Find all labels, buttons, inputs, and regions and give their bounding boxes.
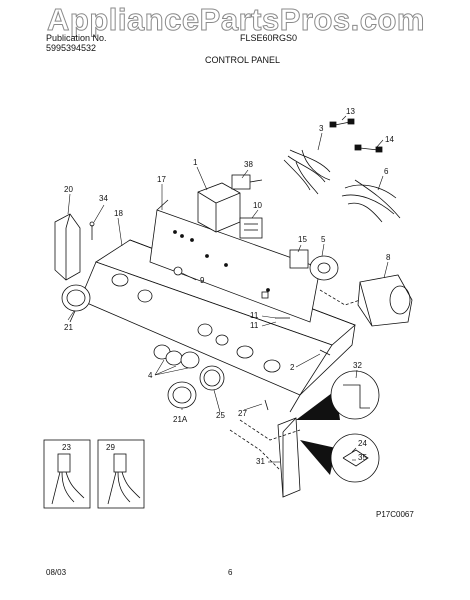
console-back-17 (149, 199, 321, 323)
callout-21a: 21A (173, 415, 188, 424)
switch-15 (289, 249, 309, 269)
publication-number: 5995394532 (46, 43, 97, 53)
callout-10: 10 (253, 201, 262, 210)
callout-11a: 11 (250, 311, 259, 320)
switch-38 (231, 174, 263, 190)
wire-harness-6 (341, 179, 401, 223)
connector-harness-29 (97, 439, 145, 509)
switch-10 (239, 217, 263, 239)
callout-5: 5 (321, 235, 326, 244)
pressure-switch-8 (357, 274, 413, 327)
knobs-4 (153, 344, 200, 369)
assembly-lines (229, 289, 361, 471)
callout-1: 1 (193, 158, 198, 167)
callout-31: 31 (256, 457, 265, 466)
callout-15: 15 (298, 235, 307, 244)
callout-21: 21 (64, 323, 73, 332)
callout-27: 27 (238, 409, 247, 418)
detail-callout-32 (296, 370, 380, 420)
callout-labels: 1 2 3 4 5 6 8 9 10 11 11 13 14 15 17 18 … (62, 107, 394, 466)
callout-20: 20 (64, 185, 73, 194)
callout-38: 38 (244, 160, 253, 169)
wire-harness-3 (283, 149, 331, 195)
knob-21 (61, 284, 91, 312)
callout-8: 8 (386, 253, 391, 262)
clips (173, 266, 331, 411)
callout-32: 32 (353, 361, 362, 370)
callout-6: 6 (384, 167, 389, 176)
endcap-left-20 (54, 213, 81, 281)
callout-23: 23 (62, 443, 71, 452)
detail-callout-35 (300, 433, 380, 483)
wire-lead-13 (329, 118, 355, 128)
callout-14: 14 (385, 135, 394, 144)
callout-4: 4 (148, 371, 153, 380)
callout-29: 29 (106, 443, 115, 452)
timer-1 (197, 182, 241, 233)
leader-lines (67, 115, 389, 463)
watermark: AppliancePartsPros.com (47, 2, 425, 38)
footer-page-number: 6 (228, 568, 233, 577)
connector-harness-23 (43, 439, 91, 509)
callout-24: 24 (358, 439, 367, 448)
callout-13: 13 (346, 107, 355, 116)
switch-5 (309, 255, 339, 281)
screw-34 (89, 221, 95, 240)
callout-25: 25 (216, 411, 225, 420)
callout-2: 2 (290, 363, 295, 372)
knob-21a (167, 381, 197, 409)
figure-code: P17C0067 (376, 510, 414, 519)
callout-17: 17 (157, 175, 166, 184)
publication-label: Publication No. (46, 33, 107, 43)
wire-lead-14 (354, 144, 383, 153)
callout-3: 3 (319, 124, 324, 133)
callout-34: 34 (99, 194, 108, 203)
callout-11b: 11 (250, 321, 259, 330)
dial-25 (199, 365, 225, 391)
model-number: FLSE60RGS0 (240, 33, 298, 43)
section-title: CONTROL PANEL (205, 55, 281, 65)
callout-18: 18 (114, 209, 123, 218)
callout-9: 9 (200, 276, 205, 285)
footer-date: 08/03 (46, 568, 67, 577)
callout-35: 35 (358, 453, 367, 462)
bracket-31 (277, 417, 301, 498)
